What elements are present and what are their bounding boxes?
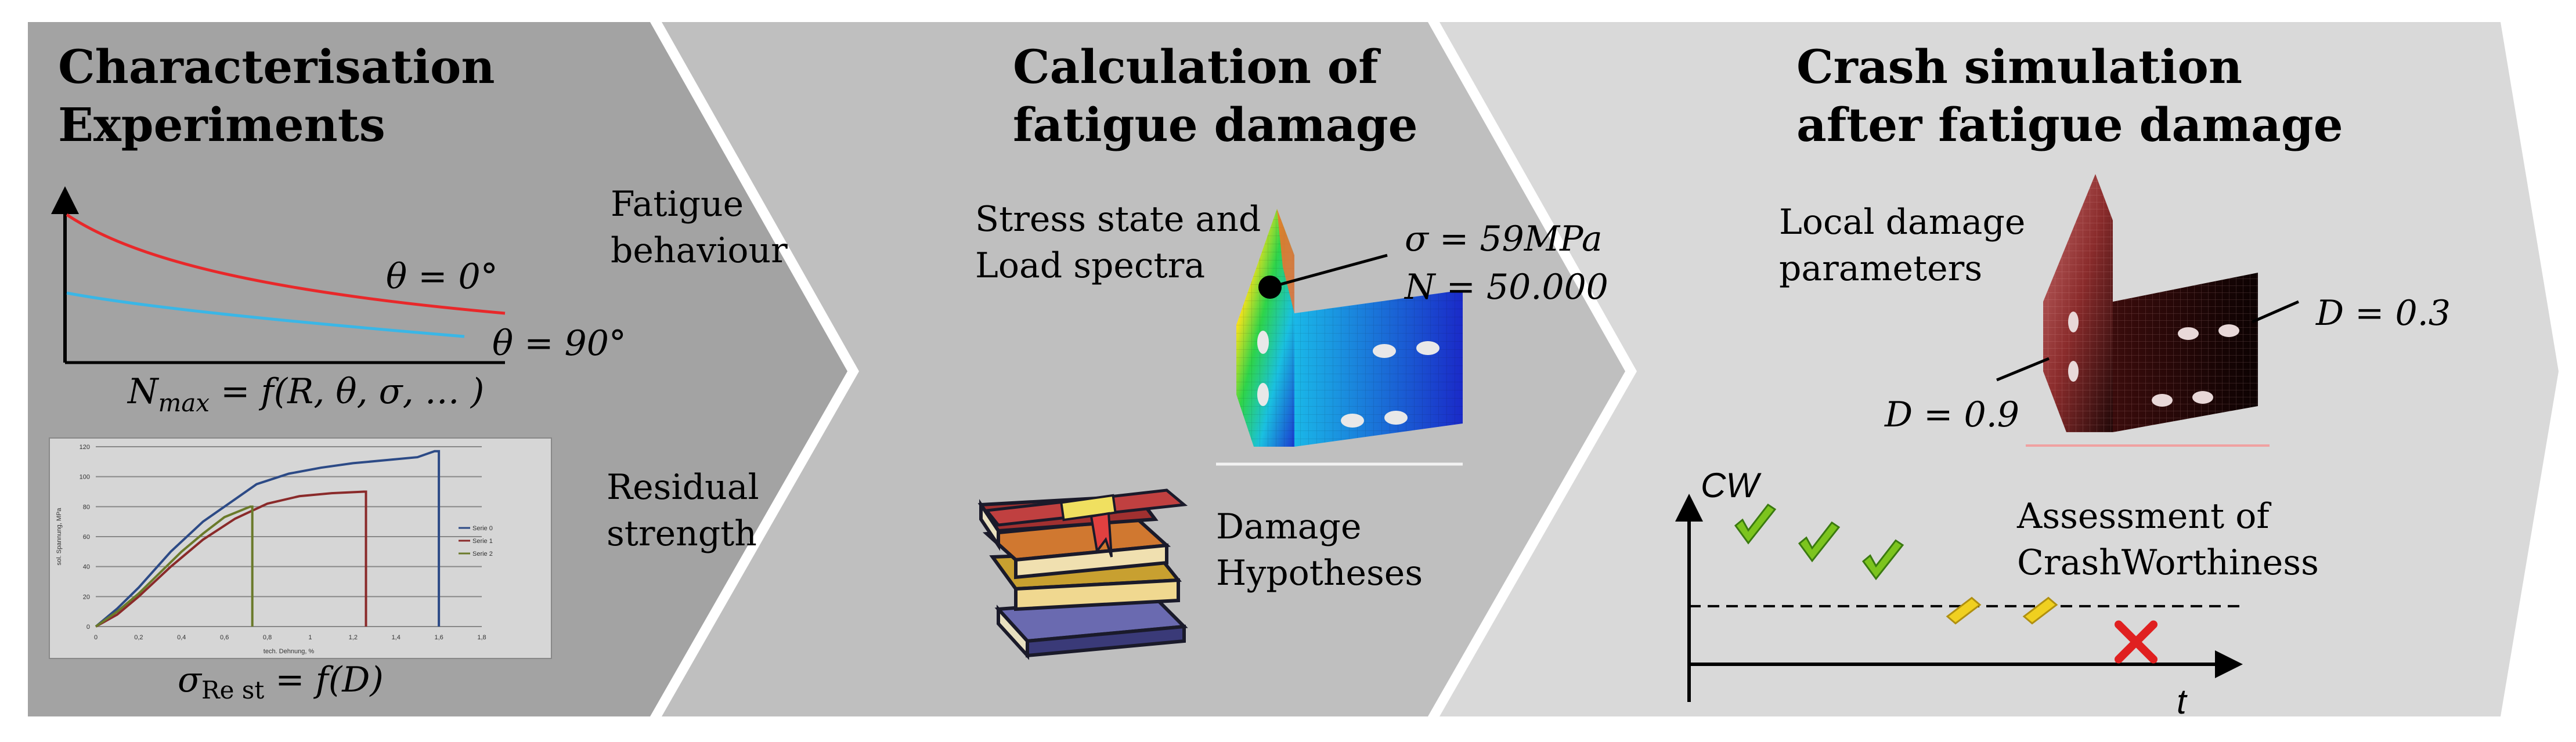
fatigue-label-line-1: Fatigue: [611, 184, 744, 225]
stress-label-line-2: Load spectra: [975, 245, 1205, 286]
d2-value: D = 0.9: [1884, 394, 2019, 435]
residual-strength-chart: 0 20 40 60 80 100 120 0 0,2 0,4 0,6 0,8 1 1,2 1,4 1,6 1,…: [49, 437, 552, 659]
panel-crash: Crash simulation after fatigue damage Lo…: [1675, 39, 2451, 721]
fatigue-label-line-2: behaviour: [611, 230, 788, 271]
panel-1-title-line-2: Experiments: [58, 97, 385, 152]
fatigue-formula: Nmax = f(R, θ, σ, … ): [127, 371, 484, 417]
damaged-part-model: [2026, 174, 2270, 447]
residual-y-tick-label: 60: [83, 534, 90, 541]
residual-legend-label: Serie 0: [472, 525, 493, 532]
n-value: N = 50.000: [1404, 267, 1608, 307]
residual-legend-label: Serie 2: [472, 551, 493, 558]
residual-y-tick-label: 80: [83, 504, 90, 511]
crashworthiness-chart: [1675, 494, 2243, 702]
panel-3-background: [1439, 22, 2559, 716]
sigma-value: σ = 59MPa: [1405, 219, 1603, 259]
residual-legend-label: Serie 1: [472, 538, 493, 545]
damage-label-line-2: Hypotheses: [1216, 553, 1423, 593]
check-mark: [1734, 503, 1777, 545]
residual-y-tick-label: 0: [86, 624, 90, 631]
local-label-line-2: parameters: [1779, 248, 1982, 289]
curve-label-theta-90: θ = 90°: [492, 323, 626, 364]
check-mark: [1861, 539, 1904, 581]
residual-y-tick-label: 20: [83, 593, 90, 600]
d1-leader-line: [2251, 300, 2300, 324]
books-icon: [977, 488, 1188, 660]
panel-3-title-line-1: Crash simulation: [1796, 39, 2242, 94]
curve-theta-0: [66, 213, 506, 315]
residual-x-tick-label: 0,4: [177, 634, 186, 641]
stress-leader-line: [1269, 254, 1388, 289]
panel-calculation: Calculation of fatigue damage Stress sta…: [975, 39, 1608, 660]
panel-2-background: [662, 22, 1625, 716]
damage-label-line-1: Damage: [1216, 506, 1361, 547]
cross-mark: [2115, 620, 2158, 664]
residual-x-tick-label: 0,8: [263, 634, 272, 641]
d2-leader-line: [1996, 357, 2050, 382]
residual-y-axis-label: sol. Spannung, MPa: [56, 508, 63, 566]
cw-axis-label: CW: [1701, 466, 1762, 505]
fem-stress-model: [1216, 209, 1463, 466]
panel-characterisation: Characterisation Experiments θ = 0° θ = …: [49, 39, 788, 704]
residual-x-tick-label: 1: [308, 634, 312, 641]
residual-y-tick-label: 100: [80, 474, 90, 481]
warning-mark: [2022, 596, 2058, 625]
residual-label-line-2: strength: [607, 513, 757, 554]
assessment-label-line-2: CrashWorthiness: [2017, 542, 2319, 583]
t-axis-label: t: [2177, 682, 2188, 721]
residual-x-tick-label: 1,2: [349, 634, 358, 641]
residual-y-tick-label: 120: [80, 444, 90, 451]
panel-2-title-line-2: fatigue damage: [1013, 97, 1418, 152]
residual-x-tick-label: 0: [94, 634, 98, 641]
residual-series-line: [95, 450, 441, 628]
warning-mark: [1946, 596, 1982, 625]
stress-label-line-1: Stress state and: [975, 199, 1261, 240]
curve-label-theta-0: θ = 0°: [386, 256, 498, 297]
panel-2-title-line-1: Calculation of: [1013, 39, 1381, 94]
panel-1-title-line-1: Characterisation: [58, 39, 495, 94]
residual-x-tick-label: 1,4: [392, 634, 401, 641]
check-mark: [1798, 521, 1841, 563]
d1-value: D = 0.3: [2315, 293, 2451, 334]
residual-x-axis-label: tech. Dehnung, %: [264, 648, 315, 655]
residual-x-tick-label: 1,6: [434, 634, 443, 641]
residual-formula: σRe st = f(D): [178, 660, 384, 704]
assessment-label-line-1: Assessment of: [2016, 496, 2271, 537]
residual-y-tick-label: 40: [83, 564, 90, 571]
residual-x-tick-label: 0,2: [134, 634, 143, 641]
curve-theta-90: [66, 291, 465, 338]
panel-3-title-line-2: after fatigue damage: [1796, 97, 2343, 152]
residual-x-tick-label: 1,8: [477, 634, 486, 641]
local-label-line-1: Local damage: [1779, 202, 2025, 242]
residual-x-tick-label: 0,6: [220, 634, 229, 641]
residual-series-line: [95, 505, 254, 628]
residual-label-line-1: Residual: [607, 467, 759, 508]
